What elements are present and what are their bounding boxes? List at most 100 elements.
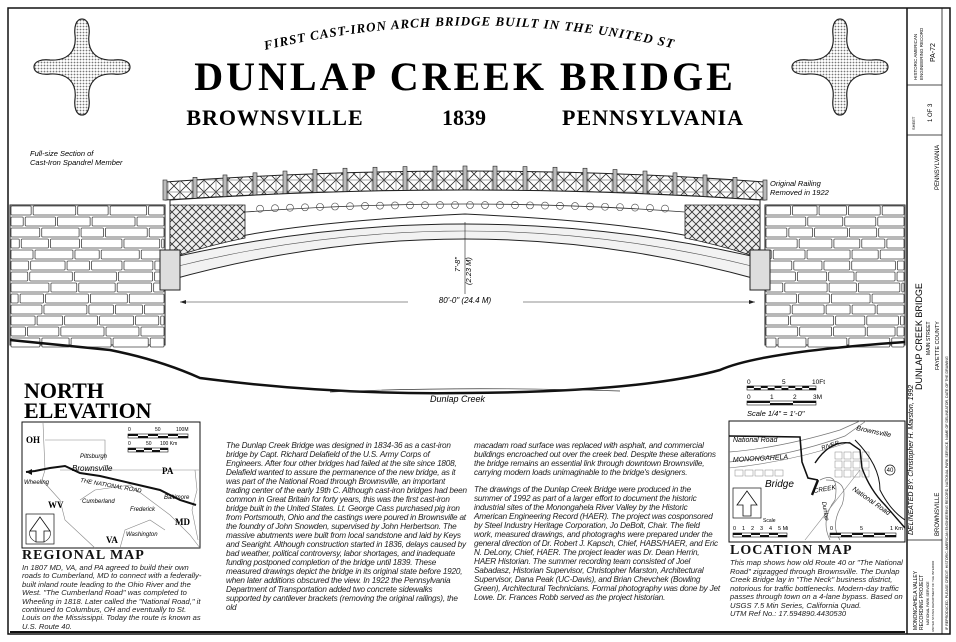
spandrel-label-2: Cast-Iron Spandrel Member	[30, 158, 123, 167]
stone-block	[806, 249, 851, 260]
stone-block	[88, 304, 114, 315]
section-title-2: ELEVATION	[24, 398, 152, 423]
stone-block	[901, 282, 905, 293]
stone-block	[10, 238, 20, 249]
history-column-1: The Dunlap Creek Bridge was designed in …	[226, 441, 468, 620]
scale-tick: 3	[760, 526, 763, 532]
stone-block	[828, 271, 855, 282]
stone-block	[105, 326, 140, 337]
stone-block	[851, 249, 879, 260]
stone-block	[866, 315, 899, 326]
stone-block	[807, 337, 848, 348]
stone-block	[830, 293, 871, 304]
stone-block	[29, 271, 73, 282]
railing-post	[642, 170, 648, 197]
feet-scale-bar	[746, 385, 817, 391]
stone-block	[24, 216, 56, 227]
stone-block	[161, 238, 165, 249]
stone-block	[73, 271, 117, 282]
spandrel-ring	[346, 202, 354, 210]
location-map-title: LOCATION MAP	[730, 543, 853, 558]
railing-label-2: Removed in 1922	[770, 188, 830, 197]
stone-block	[855, 271, 896, 282]
scale-tick: 5 Mi	[778, 526, 788, 532]
railing-post	[312, 169, 318, 196]
scale-tick: 1 Km	[890, 526, 903, 532]
stone-block	[90, 293, 128, 304]
sheet-border	[7, 7, 951, 635]
stone-block	[866, 326, 896, 337]
spandrel-ring	[271, 204, 279, 213]
scale-tick: 50	[146, 441, 152, 447]
stone-block	[115, 304, 143, 315]
spandrel-ring	[646, 204, 654, 212]
stone-block	[81, 238, 123, 249]
route-40-shield: 40	[887, 468, 894, 474]
record-number: PA-72	[930, 43, 937, 62]
regional-map-text: In 1807 MD, VA, and PA agreed to build t…	[22, 563, 202, 631]
stone-block	[135, 315, 160, 326]
railing-post	[582, 167, 588, 196]
spandrel-ring	[526, 201, 534, 210]
creek-bed	[9, 338, 906, 395]
stone-block	[818, 205, 847, 216]
scale-tick: 0	[747, 394, 751, 401]
scale-tick: 1	[742, 526, 745, 532]
stone-block	[109, 205, 148, 216]
railing-post	[732, 177, 738, 200]
stone-block	[41, 227, 80, 238]
stone-block	[777, 337, 807, 348]
stone-block	[45, 293, 89, 304]
spandrel-ring	[661, 204, 669, 213]
map-label: Brownsville	[72, 464, 113, 473]
stone-block	[796, 271, 828, 282]
stone-block	[871, 293, 905, 304]
record-label: HISTORIC AMERICAN	[913, 34, 918, 80]
stone-block	[896, 260, 905, 271]
agency: NATIONAL PARK SERVICE	[926, 581, 930, 625]
elevation-scale-bar: 0 5 10Ft 0 1 2 3M Scale 1/4" = 1'-0"	[746, 379, 825, 418]
map-label: PA	[162, 466, 174, 476]
stone-block	[64, 315, 98, 326]
spandrel-ring	[301, 203, 309, 212]
location-map-text: This map shows how old Route 40 or "The …	[730, 558, 908, 619]
stone-block	[881, 205, 905, 216]
spandrel-ring	[556, 202, 564, 210]
spandrel-ring	[286, 203, 294, 212]
stone-block	[10, 326, 26, 337]
stone-block	[10, 315, 36, 326]
scale-tick: 100M	[176, 427, 189, 433]
stone-block	[140, 326, 165, 337]
stone-block	[148, 205, 165, 216]
stone-block	[833, 326, 866, 337]
stone-block	[844, 216, 877, 227]
stone-block	[66, 260, 91, 271]
state-label: PENNSYLVANIA	[562, 105, 744, 130]
stone-block	[788, 227, 813, 238]
stone-block	[100, 249, 140, 260]
stone-block	[765, 326, 799, 337]
map-scale-label: Scale	[763, 518, 776, 524]
map-label: Pittsburgh	[80, 454, 108, 460]
stone-block	[160, 315, 165, 326]
spandrel-ring	[571, 202, 579, 210]
map-label: Frederick	[130, 507, 156, 513]
scale-tick: 2	[751, 526, 754, 532]
stone-block	[149, 337, 165, 348]
stone-block	[123, 260, 154, 271]
railing-post	[612, 169, 618, 196]
stone-block	[99, 315, 134, 326]
spandrel-ring	[436, 201, 444, 209]
spandrel-ring	[256, 204, 264, 213]
rise-dimension-metric: (2.23 M)	[464, 257, 473, 285]
project-name-2: RECORDING PROJECT	[919, 575, 925, 630]
stone-block	[10, 282, 50, 293]
stone-block	[60, 326, 105, 337]
stone-block	[116, 282, 153, 293]
history-column-2: macadam road surface was replaced with a…	[474, 441, 720, 610]
map-label: National Road	[733, 437, 778, 444]
stone-block	[765, 337, 777, 348]
map-label: Bridge	[765, 479, 794, 490]
stone-block	[857, 282, 901, 293]
